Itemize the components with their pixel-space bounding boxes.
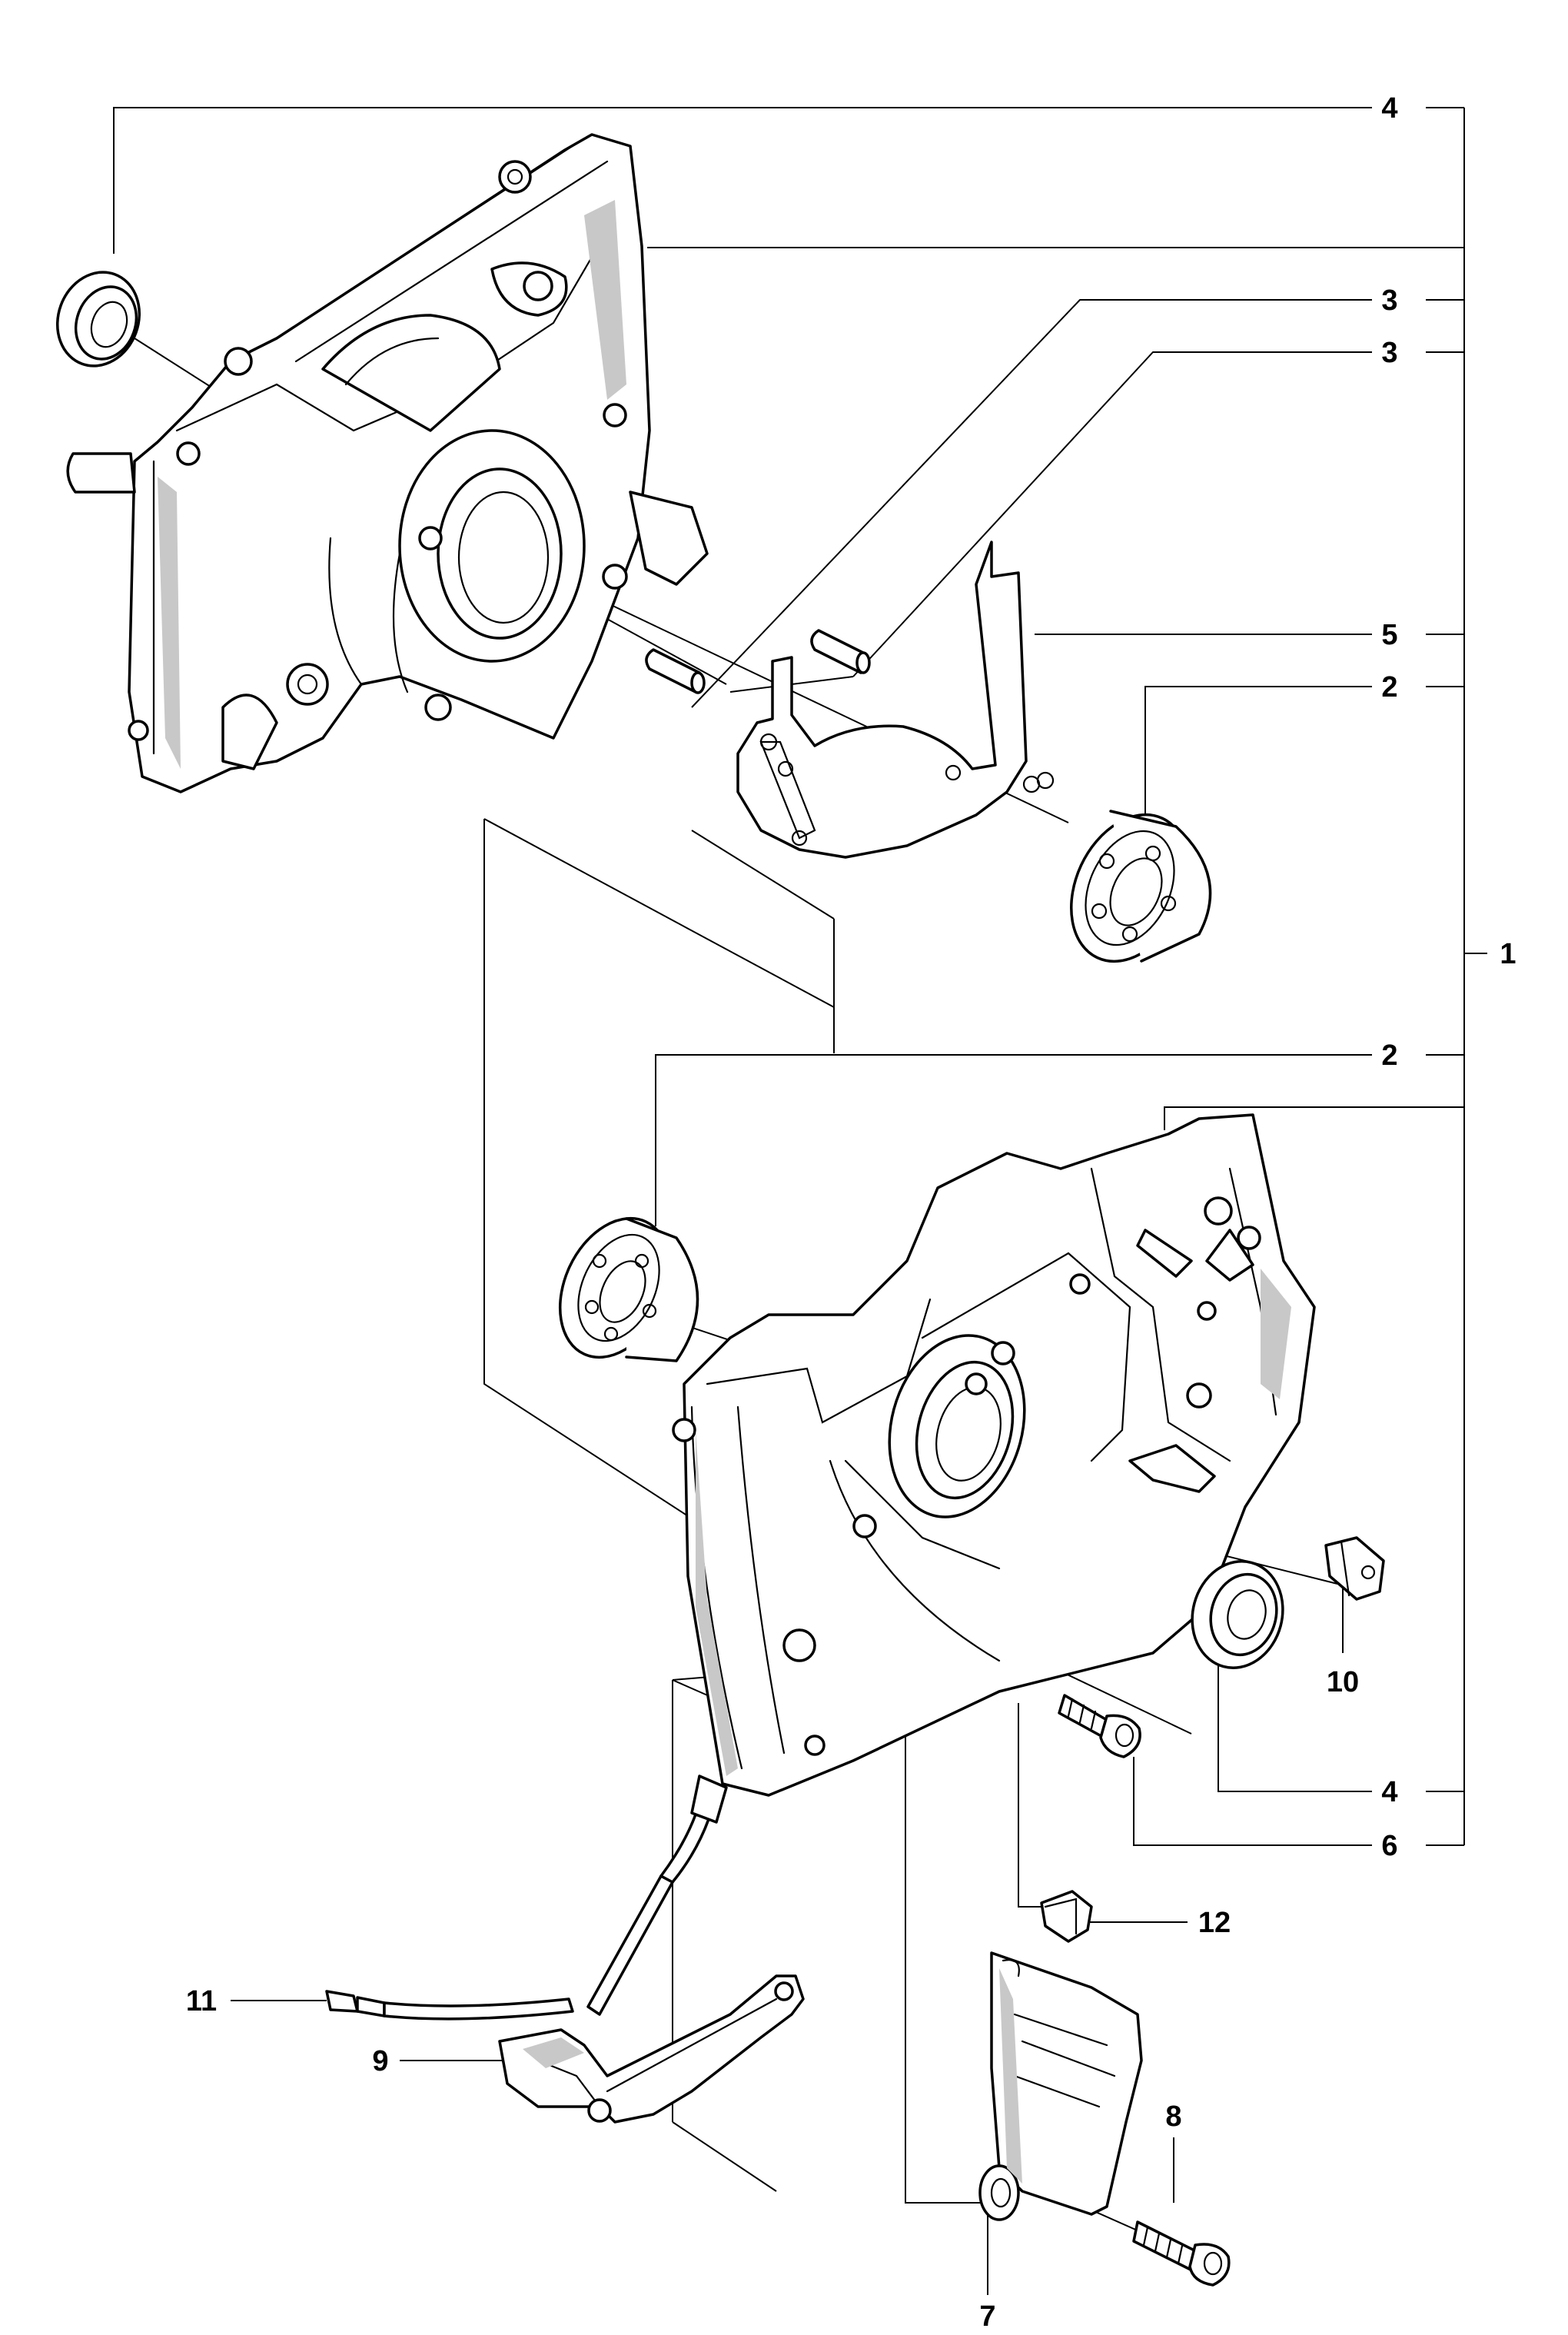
callout-5: 5 [1381,619,1397,651]
callout-8: 8 [1165,2101,1181,2133]
cover-7 [978,1951,1143,2221]
callout-12: 12 [1198,1907,1231,1939]
wire-11 [325,1775,728,2021]
seal-ring-4-lower [1191,1559,1284,1670]
callout-3-b: 3 [1381,337,1397,369]
callout-1: 1 [1500,938,1516,970]
callout-9: 9 [372,2045,388,2077]
screw-8 [1132,2220,1231,2287]
callout-2-lower: 2 [1381,1039,1397,1072]
callout-7: 7 [979,2300,995,2333]
callout-10: 10 [1327,1666,1359,1698]
crankcase-half-lower [672,1113,1316,1797]
plug-10 [1324,1536,1385,1601]
seal-ring-4-upper [55,271,141,368]
crankcase-half-upper [66,133,709,793]
clip-12 [1040,1890,1093,1943]
callout-2-top: 2 [1381,671,1397,703]
bearing-2-lower [558,1216,699,1362]
gasket-5 [736,541,1055,859]
callout-6: 6 [1381,1830,1397,1862]
guide-pin-3-b [810,629,871,674]
callout-11: 11 [186,1985,217,2017]
bracket-9 [498,1974,805,2124]
bearing-2-upper [1070,810,1212,963]
callout-4-top: 4 [1381,92,1397,125]
callout-labels: 4 3 3 5 2 1 2 10 4 6 12 11 9 8 7 [186,92,1517,2333]
guide-pin-3-a [645,648,706,694]
callout-3-a: 3 [1381,284,1397,317]
screw-6 [1058,1694,1141,1758]
callout-4-lower: 4 [1381,1776,1397,1808]
